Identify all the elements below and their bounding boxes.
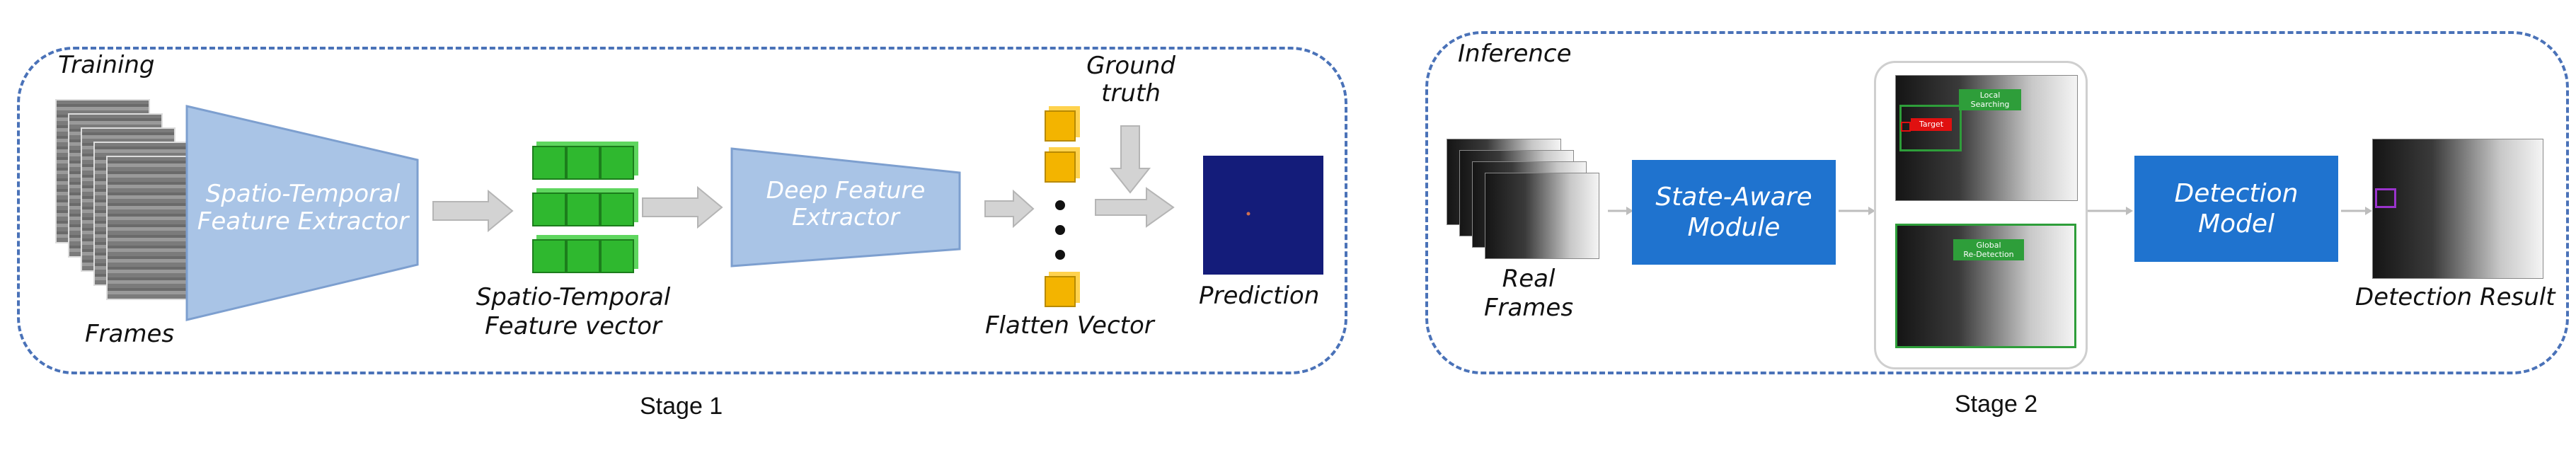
arrow-4 — [1095, 187, 1175, 228]
stage2-label: Stage 2 — [1955, 391, 2038, 418]
global-redetection-label: Global Re-Detection — [1953, 239, 2024, 260]
local-search-image — [1895, 75, 2078, 201]
stage1-label: Stage 1 — [640, 393, 723, 420]
ground-truth-label: Ground truth — [1086, 52, 1175, 108]
flatten-cube — [1045, 110, 1076, 142]
detection-result-label: Detection Result — [2355, 283, 2555, 311]
real-frames-label: Real Frames — [1483, 265, 1574, 322]
feature-vector-label: Spatio-Temporal Feature vector — [476, 283, 671, 340]
feature-cube — [600, 192, 634, 226]
ground-truth-arrow — [1109, 125, 1151, 194]
frame-image — [1485, 173, 1599, 259]
flatten-cube — [1045, 151, 1076, 183]
flatten-vector-label: Flatten Vector — [985, 311, 1154, 340]
stage1-shapes — [185, 105, 1323, 321]
training-title: Training — [58, 51, 155, 79]
feature-cube — [532, 239, 566, 273]
stage1-panel — [17, 47, 1347, 374]
local-searching-label: Local Searching — [1959, 89, 2021, 110]
feature-cube — [566, 192, 600, 226]
feature-cube — [532, 192, 566, 226]
arrow-1 — [432, 189, 514, 233]
frame-image — [106, 156, 201, 300]
spatio-temporal-extractor-label: Spatio-Temporal Feature Extractor — [197, 180, 409, 236]
target-box — [1901, 122, 1911, 132]
ellipsis-dot — [1055, 200, 1065, 210]
deep-feature-extractor-shape — [730, 147, 961, 268]
frames-label: Frames — [85, 320, 175, 348]
flatten-cube — [1045, 276, 1076, 307]
stage2-panel — [1425, 31, 2569, 374]
feature-cube — [600, 239, 634, 273]
deep-feature-extractor-label: Deep Feature Extractor — [766, 176, 926, 231]
spatio-temporal-extractor-shape — [185, 105, 419, 321]
arrow-3 — [984, 189, 1035, 229]
ellipsis-dot — [1055, 225, 1065, 235]
detection-model: Detection Model — [2134, 156, 2338, 262]
feature-cube — [532, 146, 566, 180]
prediction-image — [1203, 156, 1323, 275]
feature-cube — [566, 146, 600, 180]
detection-box — [2375, 188, 2396, 208]
state-aware-module: State-Aware Module — [1632, 160, 1836, 265]
feature-cube — [566, 239, 600, 273]
ellipsis-dot — [1055, 250, 1065, 260]
inference-title: Inference — [1458, 40, 1572, 68]
feature-cube — [600, 146, 634, 180]
arrow-2 — [642, 185, 723, 229]
local-search-box — [1899, 105, 1962, 151]
detection-result-image — [2372, 139, 2543, 279]
target-label: Target — [1911, 118, 1952, 131]
prediction-label: Prediction — [1199, 282, 1320, 310]
stage2-arrows — [1608, 207, 2372, 215]
